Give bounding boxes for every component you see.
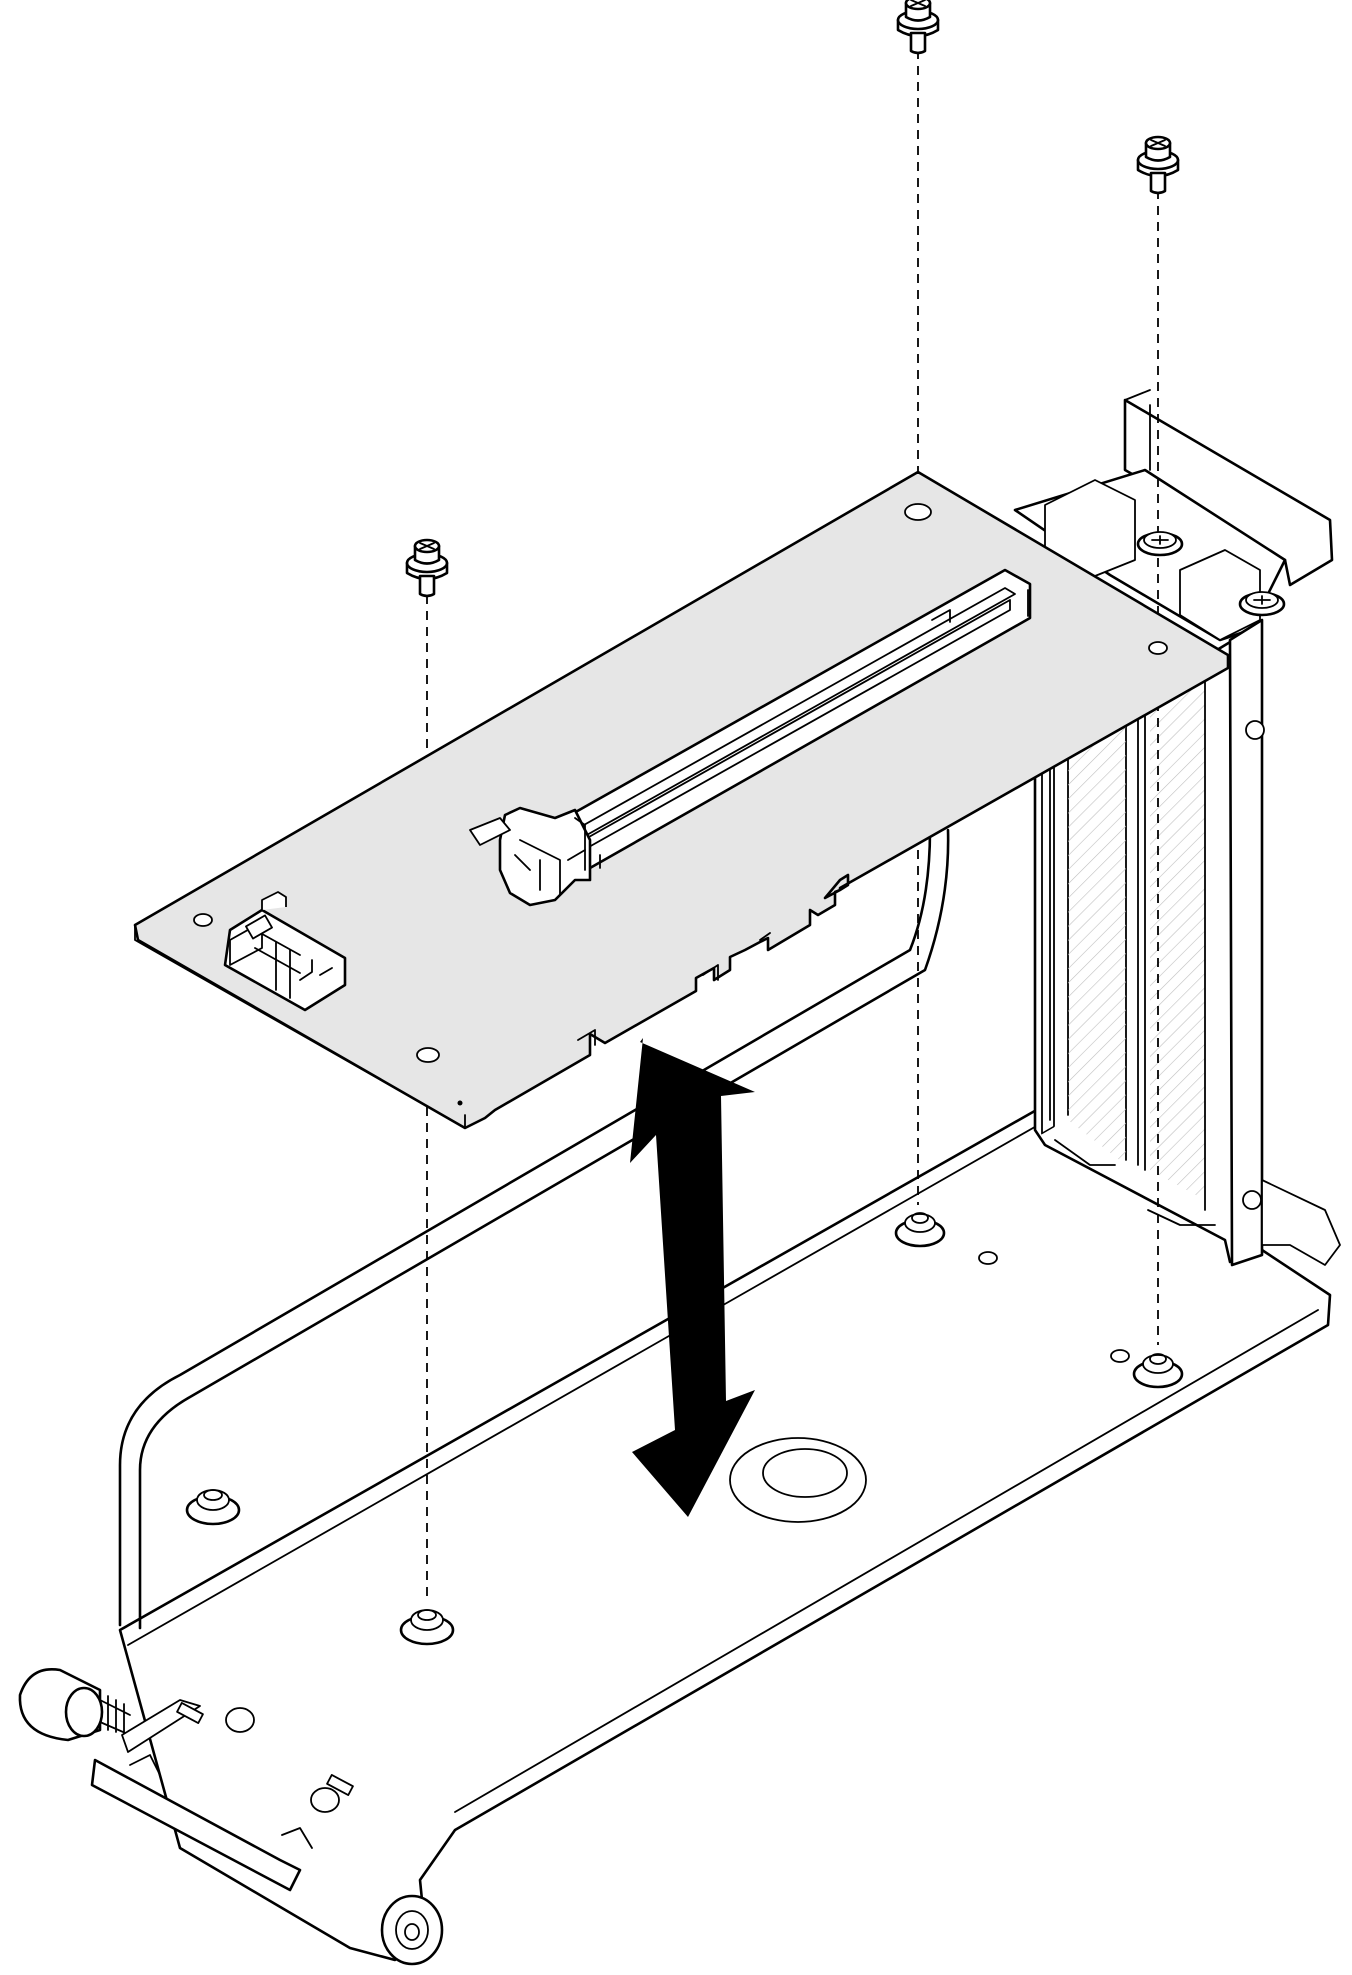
slot-cover-screw-icon — [1136, 531, 1184, 557]
cage-plunger — [18, 1667, 444, 1966]
cage-slot-brackets — [1013, 389, 1341, 1267]
card-hole-left — [193, 913, 213, 927]
standoff-front-right — [399, 1609, 455, 1646]
card-hole-right — [1148, 641, 1168, 655]
base-hole-small — [978, 1251, 998, 1265]
bracket-pin-upper — [1245, 720, 1265, 740]
screw-icon — [896, 0, 940, 55]
screw-icon — [405, 538, 449, 598]
card-marker-dot — [457, 1100, 463, 1106]
riser-power-connector — [223, 891, 347, 1012]
cage-plate-rim — [127, 1123, 1319, 1813]
standoff-front-left — [185, 1489, 241, 1526]
cage-handle-rod — [118, 828, 950, 1630]
screw-icon — [1136, 135, 1180, 195]
up-down-arrow — [630, 1038, 755, 1517]
card-hole-front — [416, 1047, 440, 1063]
standoff-back-left — [894, 1212, 946, 1248]
riser-pcie-slot — [469, 568, 1032, 907]
bracket-pin-lower — [1242, 1190, 1262, 1210]
riser-card — [133, 470, 1230, 1130]
slot-cover-screw-icon — [1238, 591, 1286, 617]
card-hole-back — [904, 503, 932, 521]
standoff-back-right — [1132, 1353, 1184, 1389]
base-embossed-circle — [729, 1437, 867, 1523]
base-hole-small-2 — [1110, 1349, 1130, 1363]
